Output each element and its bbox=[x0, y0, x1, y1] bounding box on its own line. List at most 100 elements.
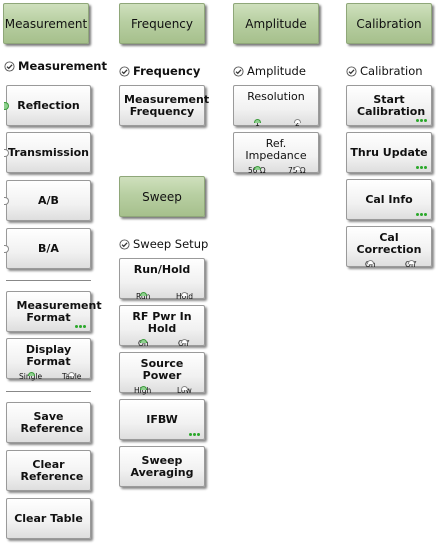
b-over-a-button[interactable]: B/A bbox=[4, 228, 91, 269]
check-circle-icon bbox=[4, 60, 15, 72]
resolution-button[interactable]: Resolution 1 2 bbox=[233, 85, 319, 128]
submenu-dots-icon bbox=[416, 213, 427, 216]
tab-calibration[interactable]: Calibration bbox=[346, 3, 432, 44]
section-label-measurement-text: Measurement bbox=[18, 59, 107, 73]
submenu-dots-icon bbox=[416, 166, 427, 169]
option-low: Low bbox=[177, 386, 192, 395]
start-calibration-label: Start Calibration bbox=[357, 92, 426, 118]
option-hold: Hold bbox=[176, 292, 194, 301]
option-off: Off bbox=[178, 339, 190, 348]
ifbw-button[interactable]: IFBW bbox=[119, 399, 205, 440]
option-run: Run bbox=[136, 292, 151, 301]
run-hold-button[interactable]: Run/Hold Run Hold bbox=[119, 258, 205, 301]
tab-calibration-label: Calibration bbox=[356, 16, 422, 31]
option-75-ohm: 75 Ω bbox=[288, 166, 306, 175]
clear-table-button[interactable]: Clear Table bbox=[6, 498, 91, 539]
option-table: Table bbox=[62, 372, 82, 381]
clear-reference-label: Clear Reference bbox=[20, 457, 84, 483]
display-format-label: Display Format bbox=[25, 343, 72, 368]
section-label-calibration-text: Calibration bbox=[360, 64, 423, 78]
cal-correction-label: Cal Correction bbox=[356, 231, 422, 256]
save-reference-label: Save Reference bbox=[20, 409, 84, 435]
run-hold-label: Run/Hold bbox=[133, 263, 191, 276]
divider bbox=[6, 391, 91, 392]
sweep-averaging-button[interactable]: Sweep Averaging bbox=[119, 446, 205, 487]
cal-info-button[interactable]: Cal Info bbox=[346, 179, 432, 220]
ref-impedance-button[interactable]: Ref. Impedance 50 Ω 75 Ω bbox=[233, 132, 319, 175]
source-power-button[interactable]: Source Power High Low bbox=[119, 352, 205, 395]
section-label-amplitude-text: Amplitude bbox=[247, 64, 306, 78]
check-circle-icon bbox=[346, 65, 357, 77]
tab-frequency-label: Frequency bbox=[131, 16, 193, 31]
thru-update-label: Thru Update bbox=[350, 145, 428, 159]
sweep-averaging-label: Sweep Averaging bbox=[130, 453, 194, 479]
option-indicator-on bbox=[140, 292, 147, 296]
cal-correction-button[interactable]: Cal Correction On Off bbox=[346, 226, 432, 269]
option-high: High bbox=[134, 386, 152, 395]
ref-impedance-label: Ref. Impedance bbox=[245, 137, 307, 162]
start-calibration-button[interactable]: Start Calibration bbox=[346, 85, 432, 126]
option-50-ohm: 50 Ω bbox=[248, 166, 266, 175]
measurement-frequency-button[interactable]: Measurement Frequency bbox=[119, 85, 210, 126]
option-indicator-off bbox=[181, 386, 188, 390]
tab-measurement[interactable]: Measurement bbox=[3, 3, 89, 44]
option-indicator-off bbox=[68, 372, 75, 376]
divider bbox=[6, 280, 91, 281]
option-on: On bbox=[365, 260, 376, 269]
option-indicator-off bbox=[181, 292, 188, 296]
measurement-format-label: Measurement Format bbox=[16, 298, 102, 324]
tab-amplitude[interactable]: Amplitude bbox=[233, 3, 319, 44]
rf-pwr-in-hold-label: RF Pwr In Hold bbox=[132, 310, 192, 335]
a-over-b-button[interactable]: A/B bbox=[4, 180, 91, 221]
submenu-dots-icon bbox=[75, 325, 86, 328]
save-reference-button[interactable]: Save Reference bbox=[6, 402, 91, 443]
measurement-frequency-label: Measurement Frequency bbox=[124, 92, 210, 118]
check-circle-icon bbox=[233, 65, 244, 77]
rf-pwr-in-hold-button[interactable]: RF Pwr In Hold On Off bbox=[119, 305, 205, 348]
reflection-button[interactable]: Reflection bbox=[4, 85, 91, 126]
a-over-b-label: A/B bbox=[38, 193, 59, 207]
thru-update-button[interactable]: Thru Update bbox=[346, 132, 432, 173]
option-indicator-off bbox=[408, 260, 415, 264]
tab-amplitude-label: Amplitude bbox=[245, 16, 307, 31]
check-circle-icon bbox=[119, 238, 130, 250]
tab-sweep-label: Sweep bbox=[142, 189, 182, 204]
submenu-dots-icon bbox=[189, 433, 200, 436]
display-format-button[interactable]: Display Format Single Table bbox=[6, 338, 91, 381]
transmission-button[interactable]: Transmission bbox=[4, 132, 91, 173]
option-indicator-on bbox=[254, 166, 261, 170]
option-indicator-on bbox=[140, 386, 147, 390]
option-indicator-off bbox=[294, 166, 301, 170]
section-label-frequency: Frequency bbox=[119, 64, 200, 78]
option-indicator-off bbox=[367, 260, 374, 264]
section-label-frequency-text: Frequency bbox=[133, 64, 201, 78]
option-indicator-on bbox=[254, 119, 261, 123]
option-indicator-on bbox=[140, 339, 147, 343]
submenu-dots-icon bbox=[416, 119, 427, 122]
resolution-label: Resolution bbox=[247, 90, 305, 103]
option-indicator-on bbox=[28, 372, 35, 376]
unselected-indicator bbox=[4, 245, 9, 253]
option-2: 2 bbox=[295, 119, 300, 128]
section-label-amplitude: Amplitude bbox=[233, 64, 306, 78]
option-1: 1 bbox=[255, 119, 260, 128]
tab-sweep[interactable]: Sweep bbox=[119, 176, 205, 217]
section-label-measurement: Measurement bbox=[4, 59, 107, 73]
option-indicator-off bbox=[294, 119, 301, 123]
section-label-sweep-setup: Sweep Setup bbox=[119, 237, 208, 251]
clear-reference-button[interactable]: Clear Reference bbox=[6, 450, 91, 491]
transmission-label: Transmission bbox=[7, 145, 89, 159]
option-indicator-off bbox=[181, 339, 188, 343]
unselected-indicator bbox=[4, 197, 9, 205]
measurement-format-button[interactable]: Measurement Format bbox=[6, 291, 102, 332]
tab-frequency[interactable]: Frequency bbox=[119, 3, 205, 44]
check-circle-icon bbox=[119, 65, 130, 77]
section-label-sweep-setup-text: Sweep Setup bbox=[133, 237, 209, 251]
selected-indicator bbox=[4, 102, 9, 110]
option-off: Off bbox=[405, 260, 417, 269]
b-over-a-label: B/A bbox=[38, 241, 59, 255]
option-single: Single bbox=[19, 372, 43, 381]
section-label-calibration: Calibration bbox=[346, 64, 423, 78]
reflection-label: Reflection bbox=[17, 98, 80, 112]
ifbw-label: IFBW bbox=[146, 412, 178, 426]
